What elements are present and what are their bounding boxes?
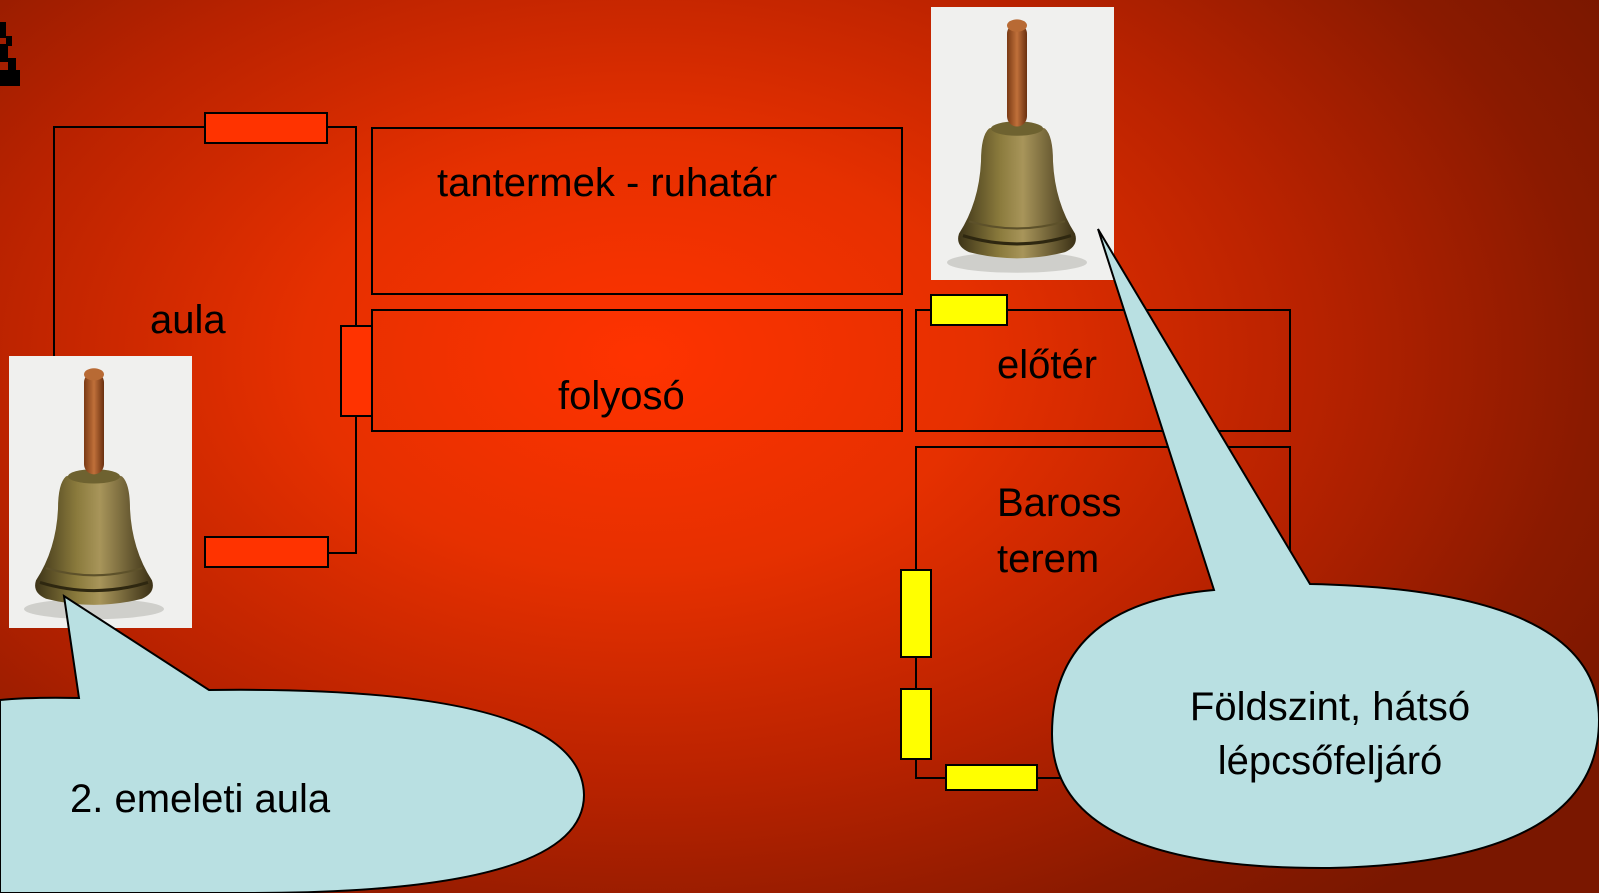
bell-photo-right: [931, 7, 1114, 280]
room-tantermek-box: [371, 127, 903, 295]
bell-photo-left: [9, 356, 192, 628]
room-label-baross: Baross terem: [997, 475, 1122, 587]
callout-bubble-left: [0, 593, 586, 893]
door-red-middle: [340, 325, 373, 417]
room-label-baross-line1: Baross: [997, 481, 1122, 525]
door-red-top: [204, 112, 328, 144]
callout-text-right-line1: Földszint, hátsó: [1189, 685, 1471, 729]
room-label-baross-line2: terem: [997, 537, 1100, 581]
callout-text-right: Földszint, hátsó lépcsőfeljáró: [1145, 680, 1515, 788]
room-label-aula: aula: [150, 298, 226, 342]
door-yellow-side-1: [900, 569, 932, 658]
partial-glyph-icon: [0, 22, 20, 86]
door-yellow-side-2: [900, 688, 932, 760]
door-red-bottom: [204, 536, 329, 568]
callout-text-right-line2: lépcsőfeljáró: [1217, 739, 1443, 783]
door-yellow-bottom: [945, 764, 1038, 791]
room-label-folyoso: folyosó: [558, 374, 685, 418]
room-eloter-box: [915, 309, 1291, 432]
callout-bubble-right: [1050, 228, 1599, 870]
room-label-tantermek: tantermek - ruhatár: [437, 161, 778, 205]
room-label-eloter: előtér: [997, 343, 1098, 387]
callout-text-left: 2. emeleti aula: [70, 777, 331, 821]
door-yellow-eloter: [930, 294, 1008, 326]
